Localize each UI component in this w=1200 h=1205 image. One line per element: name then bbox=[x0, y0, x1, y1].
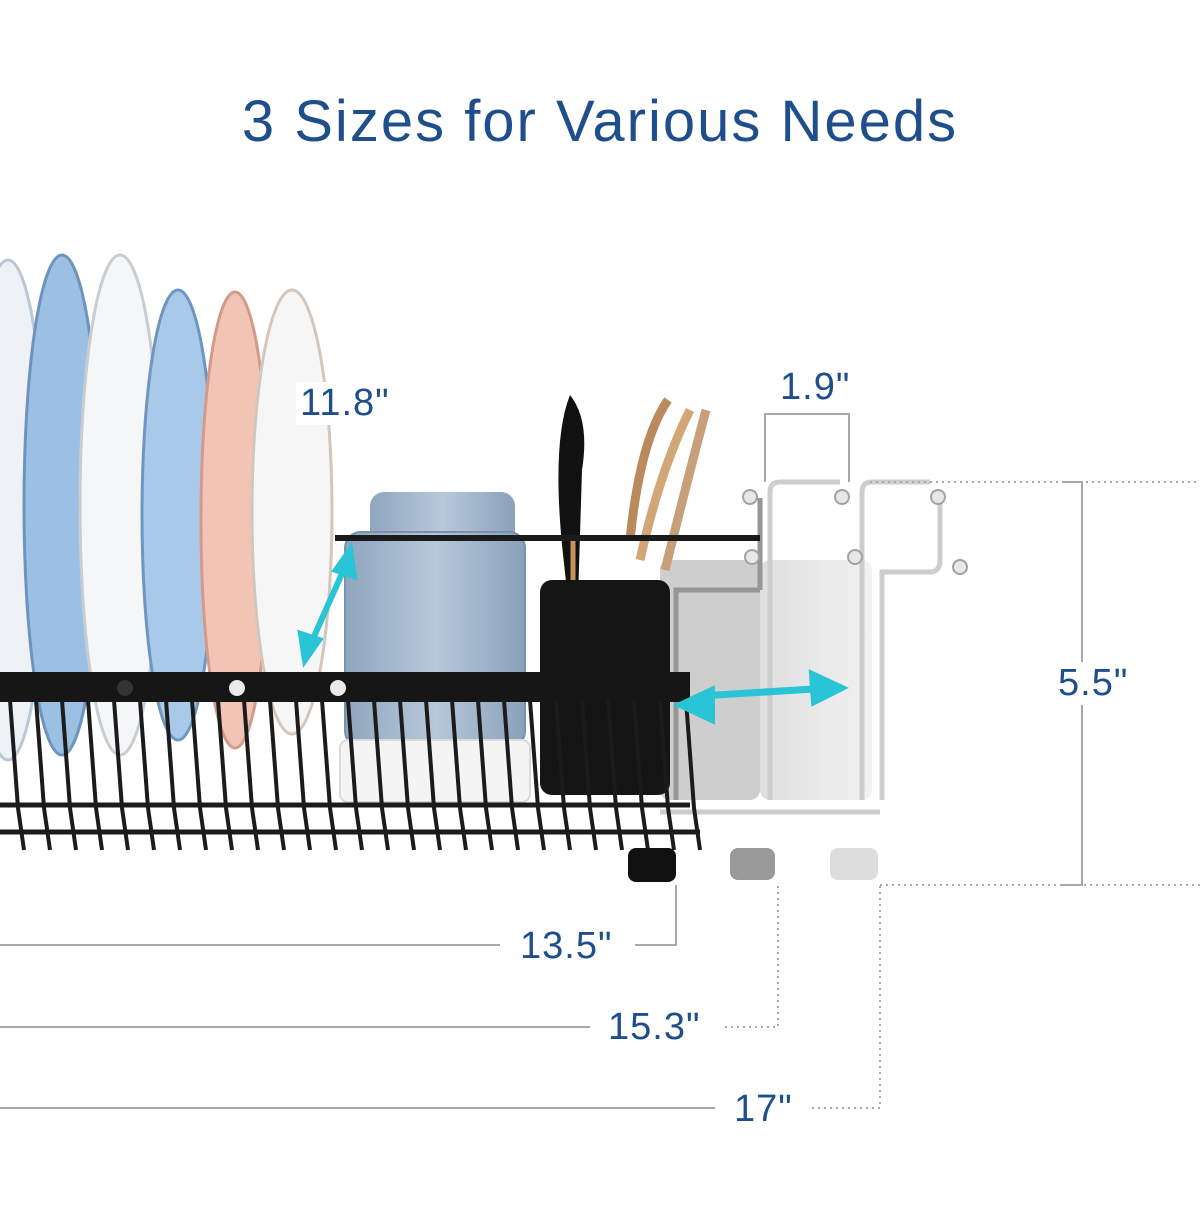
length-medium-label: 15.3" bbox=[604, 1006, 705, 1049]
rack-frame bbox=[0, 535, 760, 882]
measurement-arrows bbox=[297, 542, 849, 725]
height-label: 5.5" bbox=[1054, 662, 1133, 705]
page-title: 3 Sizes for Various Needs bbox=[241, 89, 959, 154]
slot-width-label: 1.9" bbox=[776, 366, 855, 409]
length-small-label: 13.5" bbox=[516, 925, 617, 968]
length-large-label: 17" bbox=[730, 1088, 797, 1131]
extension-ghost bbox=[660, 479, 968, 880]
plates bbox=[0, 253, 334, 762]
plate-height-label: 11.8" bbox=[296, 382, 394, 425]
